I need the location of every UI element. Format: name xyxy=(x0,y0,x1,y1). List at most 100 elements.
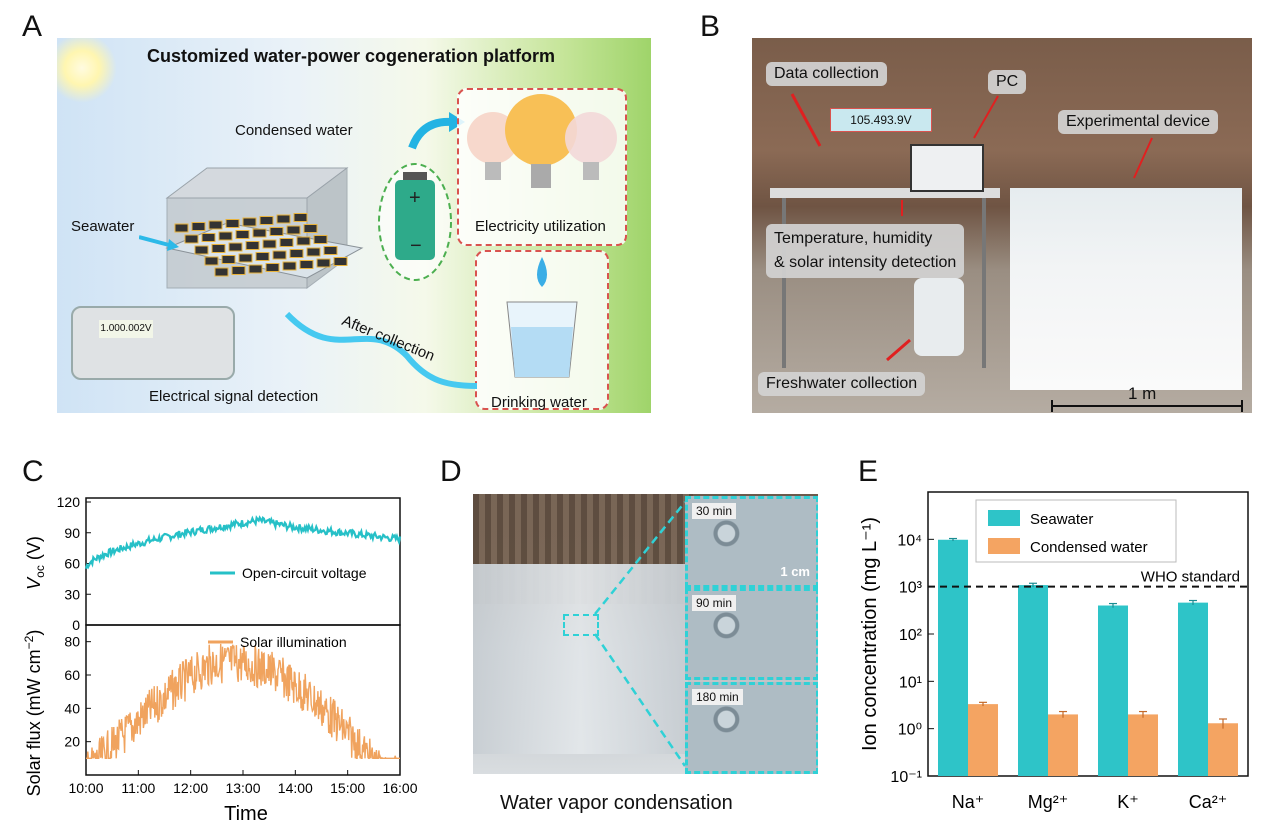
solar-cell xyxy=(245,241,260,250)
solar-cell xyxy=(201,233,216,242)
x-tick-label: Mg²⁺ xyxy=(1028,792,1069,812)
inset-180min: 180 min xyxy=(685,682,818,774)
y-tick-label: 90 xyxy=(64,525,80,541)
panel-letter-a: A xyxy=(22,10,43,43)
solar-cell xyxy=(231,266,246,275)
solar-cell xyxy=(221,255,236,264)
freshwater-jug xyxy=(914,278,964,356)
solar-cell xyxy=(276,214,291,224)
solar-cell xyxy=(255,252,270,261)
solar-cell xyxy=(333,257,348,266)
solar-cell xyxy=(259,216,274,225)
data-reading-display: 105.493.9V xyxy=(830,108,932,132)
y-tick-label: 120 xyxy=(57,494,81,510)
solar-cell xyxy=(269,227,284,236)
water-flow-line xyxy=(284,311,477,389)
inset-30min: 30 min 1 cm xyxy=(685,496,818,588)
seawater-arrow xyxy=(139,235,179,251)
solar-cell xyxy=(279,238,294,247)
solar-cell xyxy=(293,213,308,222)
y-tick-label: 10⁰ xyxy=(898,722,922,739)
solar-cell xyxy=(286,225,301,235)
temperature-tag-line1: Temperature, humidity xyxy=(774,230,933,247)
bar-seawater xyxy=(938,539,968,776)
y-tick-label: 80 xyxy=(64,634,80,650)
x-tick-label: Ca²⁺ xyxy=(1189,792,1228,812)
multimeter-device: 1.000.002V xyxy=(71,306,235,380)
y-tick-label: 10³ xyxy=(899,580,923,597)
solar-cell xyxy=(191,222,206,231)
bar-seawater xyxy=(1098,605,1128,776)
experimental-device-photo xyxy=(1010,188,1242,390)
solar-cell xyxy=(299,260,314,269)
inset-90min: 90 min xyxy=(685,588,818,680)
legend-condensed-swatch xyxy=(988,538,1020,554)
y-tick-label: 10¹ xyxy=(899,674,922,691)
who-standard-label: WHO standard xyxy=(1141,569,1240,586)
solar-cell xyxy=(204,256,219,266)
solar-cell xyxy=(238,253,253,263)
data-collection-tag: Data collection xyxy=(766,62,887,86)
bar-seawater xyxy=(1018,585,1048,776)
legend-solar-label: Solar illumination xyxy=(240,634,347,650)
solar-cell xyxy=(184,234,199,244)
panel-d-caption: Water vapor condensation xyxy=(500,792,733,814)
solar-cell xyxy=(282,261,297,271)
x-tick-label: 10:00 xyxy=(68,780,103,796)
solar-cell xyxy=(235,230,250,239)
legend-seawater-label: Seawater xyxy=(1030,511,1093,528)
laptop xyxy=(910,144,984,192)
solar-cell xyxy=(225,219,240,228)
pc-tag: PC xyxy=(988,70,1027,94)
voltage-series-line xyxy=(84,515,402,570)
x-tick-label: Na⁺ xyxy=(952,792,985,812)
top-y-axis-label: Voc (V) xyxy=(24,536,47,590)
bar-condensed xyxy=(1048,714,1078,776)
x-tick-label: K⁺ xyxy=(1117,792,1139,812)
solar-cell xyxy=(214,267,229,277)
inset-30min-label: 30 min xyxy=(692,503,737,519)
legend-condensed-label: Condensed water xyxy=(1030,539,1148,556)
bottom-y-axis-label: Solar flux (mW cm−2) xyxy=(22,630,44,797)
panel-letter-e: E xyxy=(858,455,879,488)
solar-cell xyxy=(313,235,328,244)
panel-letter-b: B xyxy=(700,10,721,43)
device-box-illustration xyxy=(165,167,364,289)
y-axis-label: Ion concentration (mg L⁻¹) xyxy=(859,517,881,751)
light-bulbs-icon xyxy=(467,94,617,188)
y-tick-label: 60 xyxy=(64,556,80,572)
electricity-box xyxy=(457,88,627,246)
zoom-connector-lines xyxy=(593,501,687,767)
drinking-water-label: Drinking water xyxy=(491,394,587,411)
bar-condensed xyxy=(1128,714,1158,776)
legend-voltage-label: Open-circuit voltage xyxy=(242,565,367,581)
table-top xyxy=(770,188,1000,198)
inset-180min-label: 180 min xyxy=(692,689,743,705)
panel-d-photo: 30 min 1 cm 90 min 180 min xyxy=(473,494,818,774)
inset-90min-label: 90 min xyxy=(692,595,737,611)
sun-icon xyxy=(57,38,117,103)
solar-cell xyxy=(296,236,311,246)
zoom-region xyxy=(563,614,599,636)
panel-letter-d: D xyxy=(440,455,462,488)
panel-b-photo: 105.493.9V Data collection PC Experiment… xyxy=(752,38,1252,413)
x-tick-label: 16:00 xyxy=(382,780,417,796)
solar-cell xyxy=(242,217,257,227)
y-tick-label: 30 xyxy=(64,586,80,602)
x-tick-label: 11:00 xyxy=(121,780,155,796)
table-leg xyxy=(982,198,986,368)
y-tick-label: 10² xyxy=(899,627,923,644)
scale-bar-label: 1 m xyxy=(1128,384,1157,403)
solar-cell xyxy=(303,224,318,233)
solar-cell xyxy=(218,231,233,241)
y-tick-label: 0 xyxy=(72,617,80,633)
bar-condensed xyxy=(1208,723,1238,776)
y-tick-label: 20 xyxy=(64,734,80,750)
battery-icon: + − xyxy=(378,163,452,281)
solar-cell xyxy=(272,250,287,260)
solar-cell xyxy=(289,249,304,258)
solar-cell xyxy=(262,239,277,249)
solar-cell xyxy=(316,258,331,268)
seawater-label: Seawater xyxy=(71,218,135,235)
